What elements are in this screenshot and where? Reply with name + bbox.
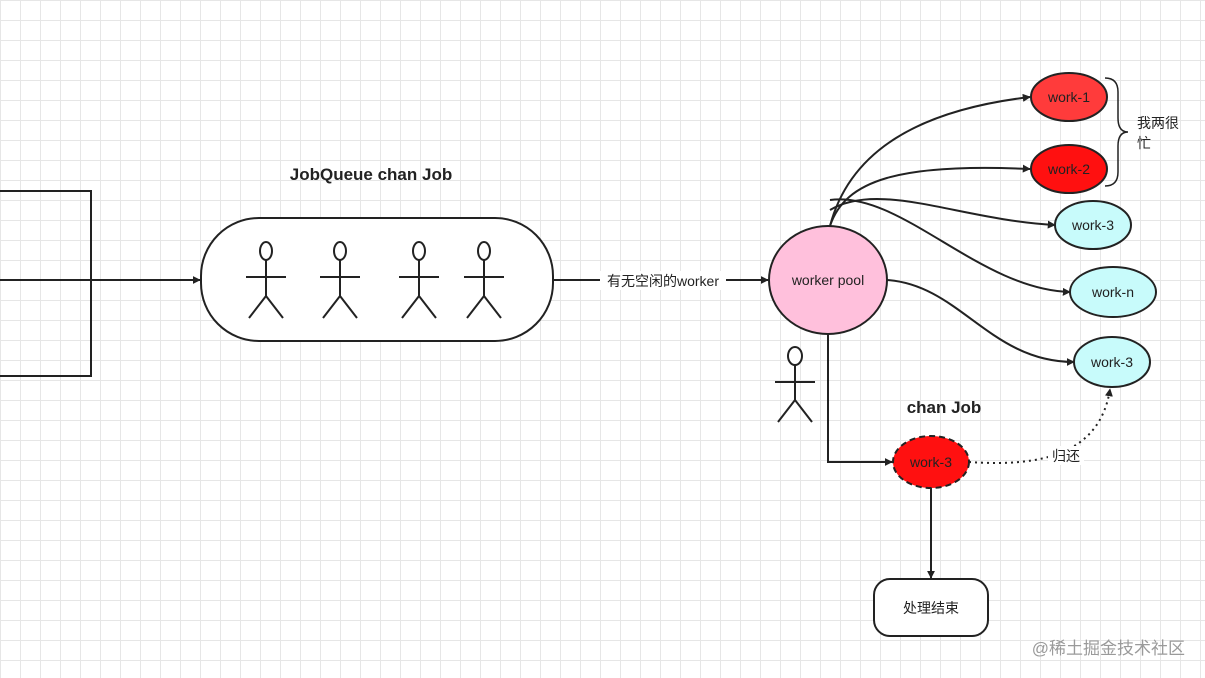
chan-job-worker-label: work-3 xyxy=(909,454,952,470)
worker-node-1 xyxy=(1030,72,1108,122)
watermark: @稀土掘金技术社区 xyxy=(1032,639,1185,658)
pool-to-chan-worker-edge xyxy=(827,334,893,466)
worker-node-3b-label: work-3 xyxy=(1090,354,1133,370)
worker-node-3 xyxy=(1054,200,1132,250)
worker-node-n-label: work-n xyxy=(1091,284,1134,300)
pool-to-work-n-edge xyxy=(829,198,1071,296)
worker-node-3b xyxy=(1073,336,1151,388)
job-queue-title: JobQueue chan Job xyxy=(290,165,452,184)
return-edge xyxy=(968,388,1113,465)
edge-label-return: 归还 xyxy=(1052,448,1080,464)
pool-to-work-3b-edge xyxy=(886,279,1075,366)
edge-label-bg xyxy=(600,271,726,290)
result-box xyxy=(873,578,989,637)
input-box xyxy=(0,190,92,377)
queue-job-actor xyxy=(320,241,360,319)
busy-brace xyxy=(1104,77,1129,187)
queue-job-actor xyxy=(464,241,504,319)
queue-job-actor xyxy=(399,241,439,319)
worker-node-3-label: work-3 xyxy=(1071,217,1114,233)
queue-job-actor xyxy=(246,241,286,319)
pool-to-work-2-edge xyxy=(829,164,1031,227)
job-queue xyxy=(200,217,554,342)
worker-node-n xyxy=(1069,266,1157,318)
pool-to-work-3-edge xyxy=(829,197,1056,229)
worker-node-1-label: work-1 xyxy=(1047,89,1090,105)
result-label: 处理结束 xyxy=(903,600,959,616)
worker-node-2-label: work-2 xyxy=(1047,161,1090,177)
chan-job-title: chan Job xyxy=(907,398,982,417)
pool-to-work-1-edge xyxy=(829,93,1031,227)
pending-job-actor xyxy=(775,346,815,423)
edge-label-has-idle-worker: 有无空闲的worker xyxy=(607,273,719,289)
worker-pool-label: worker pool xyxy=(791,272,864,288)
return-label-bg xyxy=(1048,446,1084,465)
worker-node-2 xyxy=(1030,144,1108,194)
busy-note: 我两很 忙 xyxy=(1137,115,1183,151)
